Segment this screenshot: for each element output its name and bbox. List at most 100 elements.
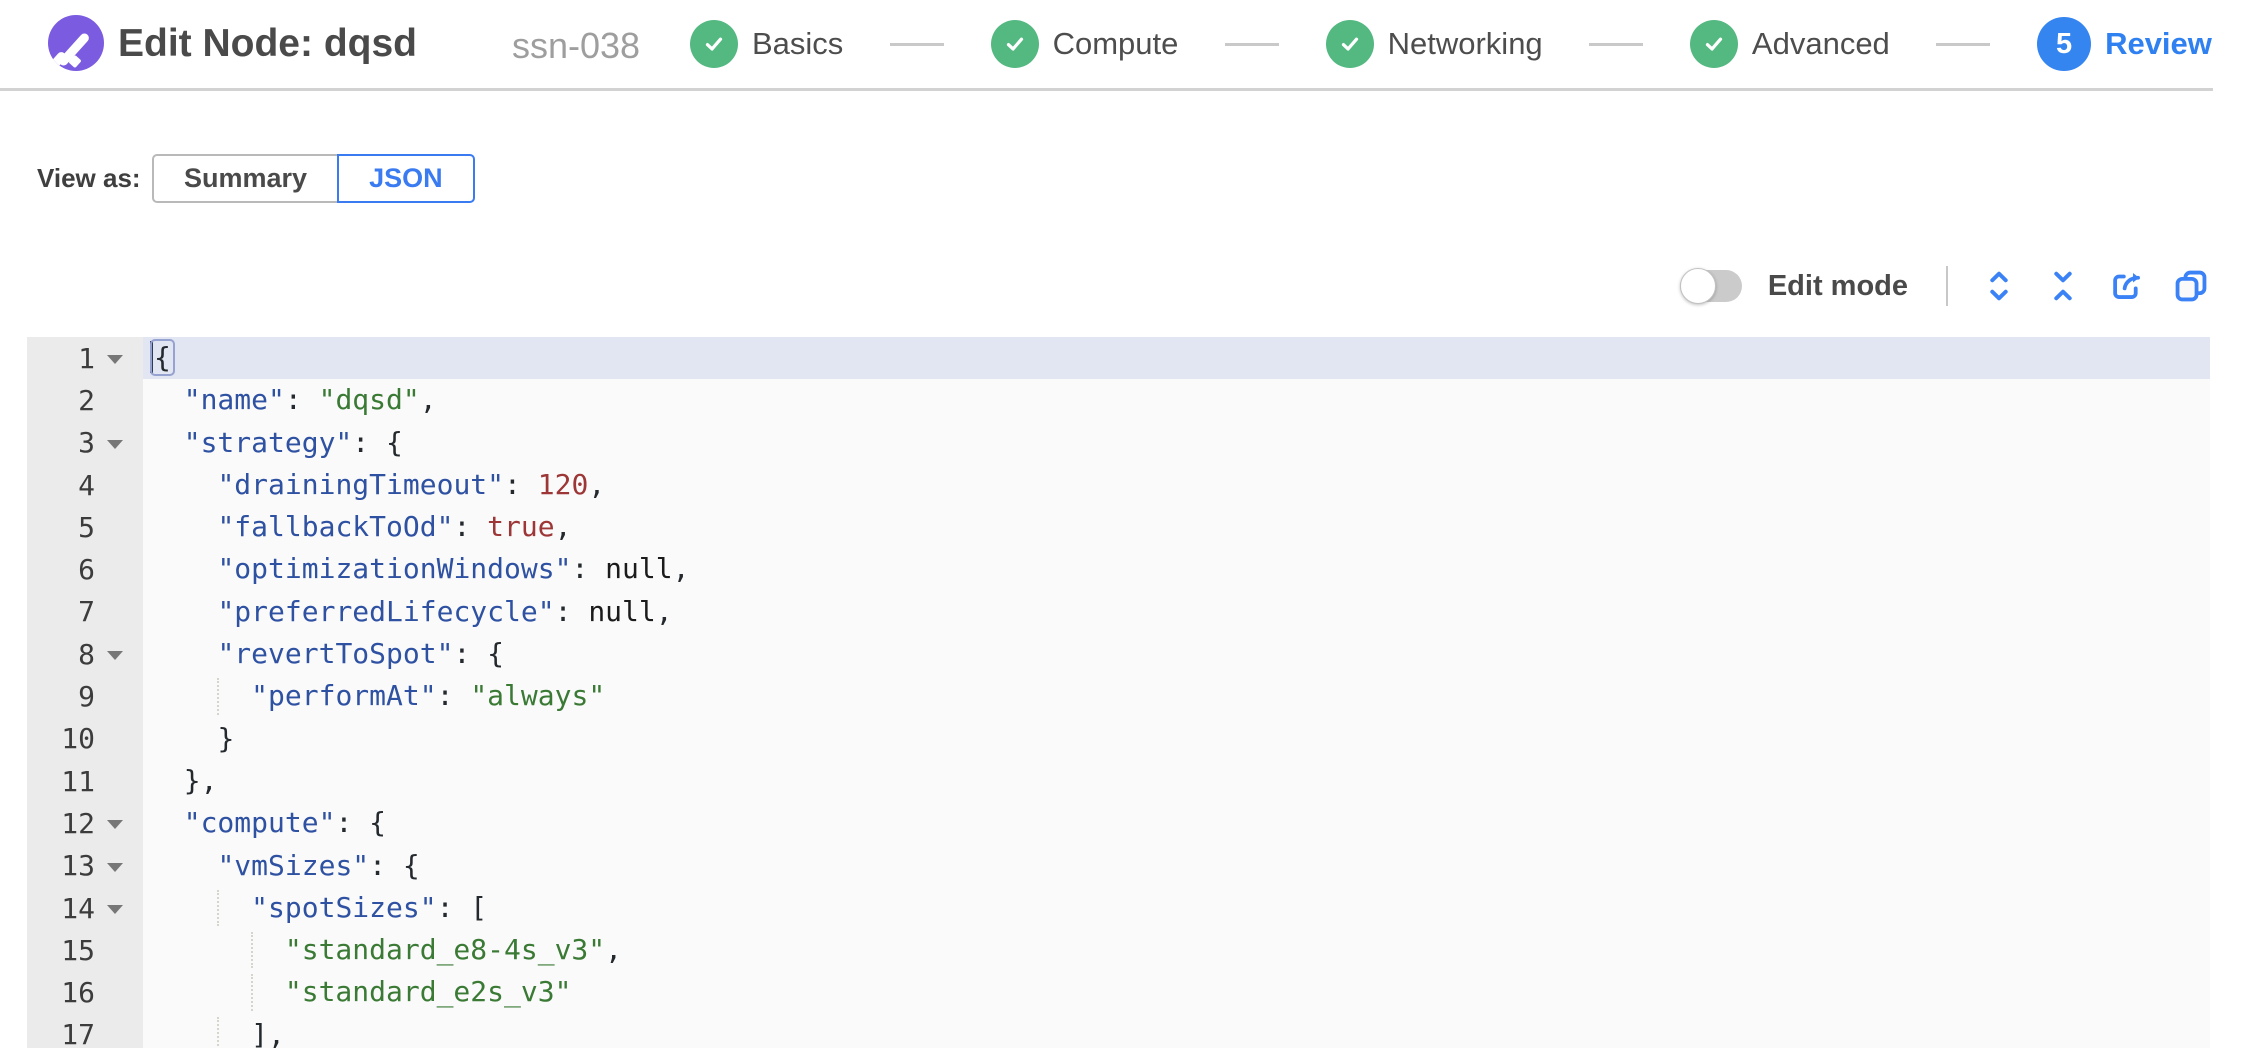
code-content[interactable]: "compute": {	[143, 802, 2210, 844]
code-line: 2 "name": "dqsd",	[27, 379, 2210, 422]
step-advanced[interactable]: Advanced	[1689, 20, 1890, 68]
token: :	[554, 594, 589, 628]
collapse-icon[interactable]	[2044, 267, 2082, 305]
code-content[interactable]: "name": "dqsd",	[143, 379, 2210, 421]
gutter-cell: 12	[27, 802, 143, 845]
code-line: 15 "standard_e8-4s_v3",	[27, 929, 2210, 972]
code-content[interactable]: "vmSizes": {	[143, 845, 2210, 887]
code-line: 1{	[27, 337, 2210, 380]
token: "strategy"	[183, 425, 353, 459]
step-label: Review	[2105, 26, 2212, 61]
token: : {	[453, 637, 505, 671]
fold-arrow-icon	[107, 862, 123, 872]
text-cursor	[150, 341, 153, 373]
token: "fallbackToOd"	[217, 510, 454, 544]
token: 120	[537, 467, 589, 501]
token: : {	[369, 848, 420, 882]
token: ,	[588, 467, 606, 501]
token: "spotSizes"	[251, 890, 437, 924]
code-content[interactable]: },	[143, 760, 2210, 802]
fold-arrow-icon	[107, 355, 123, 365]
view-as-label: View as:	[37, 163, 141, 193]
code-line: 7 "preferredLifecycle": null,	[27, 590, 2210, 634]
step-label: Advanced	[1751, 26, 1890, 61]
line-number: 7	[78, 595, 95, 629]
stepper: Basics Compute Networking Advanced 5 Review	[690, 0, 2212, 88]
code-line: 13 "vmSizes": {	[27, 844, 2210, 887]
step-networking[interactable]: Networking	[1325, 20, 1543, 68]
token: "dqsd"	[318, 383, 420, 417]
fold-widget[interactable]	[95, 902, 135, 914]
token: },	[183, 763, 218, 797]
token: }	[217, 721, 235, 755]
line-number: 4	[78, 468, 95, 502]
fold-widget[interactable]	[95, 437, 135, 449]
step-basics[interactable]: Basics	[690, 20, 843, 68]
step-connector	[1589, 42, 1644, 46]
line-number: 1	[78, 341, 95, 375]
fold-arrow-icon	[107, 905, 123, 914]
token: "standard_e2s_v3"	[284, 975, 572, 1009]
code-content[interactable]: ],	[143, 1014, 2210, 1048]
code-content[interactable]: "standard_e8-4s_v3",	[143, 929, 2210, 971]
fold-widget[interactable]	[95, 648, 135, 661]
gutter-cell: 9	[27, 675, 143, 718]
line-number: 2	[78, 383, 95, 417]
indent-guide	[217, 1016, 220, 1048]
copy-icon[interactable]	[2172, 267, 2210, 305]
code-line: 3 "strategy": {	[27, 421, 2210, 464]
code-content[interactable]: "spotSizes": [	[143, 887, 2210, 929]
code-line: 9 "performAt": "always"	[27, 675, 2210, 718]
code-content[interactable]: {	[143, 337, 2210, 380]
gutter-cell: 6	[27, 548, 143, 591]
code-content[interactable]: "performAt": "always"	[143, 675, 2210, 717]
code-content[interactable]: "drainingTimeout": 120,	[143, 464, 2210, 506]
gutter-cell: 14	[27, 886, 143, 930]
code-line: 16 "standard_e2s_v3"	[27, 971, 2210, 1014]
step-review[interactable]: 5 Review	[2037, 17, 2212, 71]
view-as-json-button[interactable]: JSON	[337, 154, 475, 203]
code-content[interactable]: }	[143, 718, 2210, 760]
code-content[interactable]: "strategy": {	[143, 422, 2210, 464]
gutter-cell: 1	[27, 337, 143, 380]
token: "revertToSpot"	[217, 637, 454, 671]
code-line: 4 "drainingTimeout": 120,	[27, 463, 2210, 507]
edit-mode-toggle[interactable]	[1679, 268, 1742, 304]
token: ,	[655, 594, 673, 628]
step-connector	[889, 42, 944, 46]
fold-widget[interactable]	[95, 352, 135, 365]
code-content[interactable]: "standard_e2s_v3"	[143, 971, 2210, 1013]
token: "always"	[470, 679, 606, 713]
code-content[interactable]: "revertToSpot": {	[143, 633, 2210, 675]
token: : {	[352, 425, 403, 459]
gutter-cell: 5	[27, 506, 143, 549]
gutter-cell: 13	[27, 844, 143, 887]
step-compute[interactable]: Compute	[990, 20, 1178, 68]
code-content[interactable]: "optimizationWindows": null,	[143, 548, 2210, 590]
line-number: 8	[78, 637, 95, 671]
line-number: 16	[61, 976, 95, 1010]
toggle-knob	[1679, 268, 1716, 304]
token: :	[571, 552, 606, 586]
view-as-summary-button[interactable]: Summary	[152, 154, 340, 203]
expand-icon[interactable]	[1980, 267, 2018, 305]
code-content[interactable]: "preferredLifecycle": null,	[143, 591, 2210, 633]
node-id-label: ssn-038	[512, 25, 641, 66]
code-line: 11 },	[27, 759, 2210, 803]
fold-widget[interactable]	[95, 817, 135, 830]
fold-widget[interactable]	[95, 860, 135, 872]
editor-toolbar: Edit mode	[1679, 258, 2210, 314]
check-circle-icon	[690, 20, 738, 68]
token: :	[284, 383, 319, 417]
step-number-badge: 5	[2037, 17, 2092, 71]
export-icon[interactable]	[2108, 267, 2146, 305]
line-number: 10	[61, 722, 95, 756]
gutter-cell: 4	[27, 463, 143, 507]
json-editor[interactable]: 1{2 "name": "dqsd",3 "strategy": {4 "dra…	[27, 337, 2210, 1048]
token: true	[487, 510, 555, 544]
code-line: 10 }	[27, 717, 2210, 760]
fold-arrow-icon	[107, 651, 123, 661]
code-content[interactable]: "fallbackToOd": true,	[143, 506, 2210, 548]
